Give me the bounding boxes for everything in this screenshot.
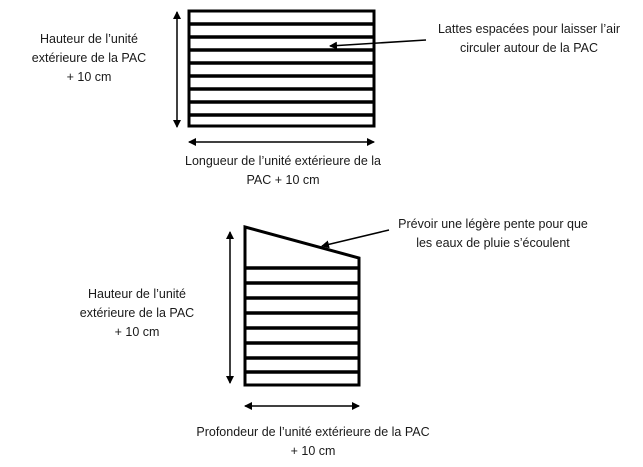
front-frame — [187, 9, 376, 128]
slats-note: Lattes espacées pour laisser l’air circu… — [422, 20, 636, 58]
front-length-line-2: PAC + 10 cm — [246, 173, 320, 187]
side-view — [226, 225, 390, 410]
front-height-line-3: + 10 cm — [66, 70, 112, 84]
front-length-line-1: Longueur de l’unité extérieure de la — [185, 154, 381, 168]
slats-note-line-2: circuler autour de la PAC — [459, 41, 599, 55]
side-height-line-3: + 10 cm — [114, 325, 160, 339]
front-height-label: Hauteur de l’unité extérieure de la PAC … — [14, 30, 164, 87]
side-depth-line-2: + 10 cm — [290, 444, 336, 458]
slats-pointer-arrow — [329, 39, 427, 50]
front-view — [173, 9, 427, 146]
slope-note-line-1: Prévoir une légère pente pour que — [398, 217, 588, 231]
slope-pointer-arrow — [321, 229, 390, 249]
front-height-line-1: Hauteur de l’unité — [40, 32, 138, 46]
slope-note-line-2: les eaux de pluie s’écoulent — [416, 236, 570, 250]
side-depth-line-1: Profondeur de l’unité extérieure de la P… — [196, 425, 430, 439]
side-height-line-1: Hauteur de l’unité — [88, 287, 186, 301]
side-height-line-2: extérieure de la PAC — [79, 306, 195, 320]
slats-note-line-1: Lattes espacées pour laisser l’air — [437, 22, 621, 36]
side-frame — [243, 225, 361, 387]
front-height-line-2: extérieure de la PAC — [31, 51, 147, 65]
slope-note: Prévoir une légère pente pour que les ea… — [386, 215, 600, 253]
front-slats — [189, 22, 374, 117]
side-depth-label: Profondeur de l’unité extérieure de la P… — [168, 423, 458, 461]
side-slats — [245, 266, 359, 374]
side-height-label: Hauteur de l’unité extérieure de la PAC … — [62, 285, 212, 342]
front-length-label: Longueur de l’unité extérieure de la PAC… — [163, 152, 403, 190]
